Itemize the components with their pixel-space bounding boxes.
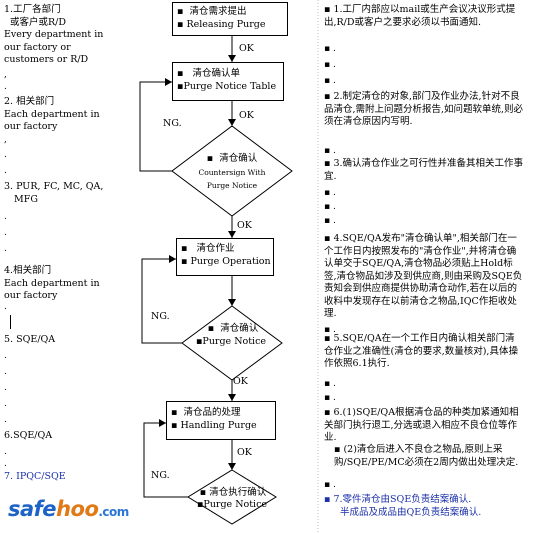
- left-item-3-title: 3. PUR, FC, MC, QA,: [4, 181, 104, 192]
- paragraph-mark: ,: [4, 70, 7, 80]
- diamond-2-en: ▪Purge Notice: [195, 336, 267, 347]
- paragraph-mark: .: [4, 399, 7, 409]
- flow-box-releasing-purge: ▪ 清仓需求提出 ▪ Releasing Purge: [172, 2, 288, 36]
- left-item-4-en-1: Each department in: [4, 277, 100, 289]
- left-item-3-sub: MFG: [14, 193, 38, 205]
- left-item-6: 6.SQE/QA: [4, 430, 53, 441]
- paragraph-mark: .: [4, 459, 7, 469]
- paragraph-mark: ,: [4, 135, 7, 145]
- right-item-4: ▪ 4.SQE/QA发布"清仓确认单",相关部门在一个工作日内按照发布的"清仓作…: [324, 233, 523, 319]
- left-item-4-title: 4.相关部门: [4, 265, 52, 276]
- diamond-1-en-2: Purge Notice: [206, 181, 258, 190]
- left-item-1-en-1: Every department in: [4, 29, 104, 40]
- left-item-5: 5. SQE/QA: [4, 334, 56, 345]
- paragraph-mark: .: [4, 244, 7, 254]
- ng-label: NG.: [163, 118, 182, 129]
- ng-label: NG.: [151, 470, 170, 481]
- flow-box-3-cn: ▪ 清仓作业: [181, 243, 235, 254]
- right-item-7-parts: ▪ 7.零件清仓由SQE负责结案确认.: [324, 494, 472, 505]
- paragraph-mark: .: [4, 367, 7, 377]
- watermark-part-3: .com: [98, 505, 129, 519]
- diamond-3-cn: ▪ 清仓执行确认: [199, 487, 267, 498]
- paragraph-mark: .: [4, 166, 7, 176]
- diamond-2-cn: ▪ 清仓确认: [207, 323, 259, 334]
- left-item-1-sub: 或客户或R/D: [10, 16, 66, 28]
- flow-box-3-en: ▪ Purge Operation: [181, 256, 271, 267]
- diamond-1-cn: ▪ 清仓确认: [206, 153, 258, 164]
- paragraph-mark: .: [4, 150, 7, 160]
- paragraph-mark: .: [4, 82, 7, 92]
- paragraph-mark: ▪ .: [324, 393, 336, 403]
- left-item-1-en-2: our factory or: [4, 41, 71, 53]
- ok-label: OK: [237, 220, 252, 231]
- right-item-2: ▪ 2.制定清仓的对象,部门及作业办法,针对不良品清仓,需附上问题分析报告,如问…: [324, 91, 524, 127]
- left-item-2-en-2: our factory: [4, 121, 58, 132]
- flow-box-purge-operation: ▪ 清仓作业 ▪ Purge Operation: [176, 238, 274, 276]
- paragraph-mark: ▪ .: [324, 60, 336, 70]
- paragraph-mark: ▪ .: [324, 44, 336, 54]
- watermark-logo: safehoo.com: [8, 497, 129, 521]
- diamond-1-en-1: Countersign With: [198, 168, 266, 177]
- paragraph-mark: .: [4, 447, 7, 457]
- flow-box-1-cn: ▪ 清仓需求提出: [177, 6, 247, 17]
- paragraph-mark: .: [4, 302, 7, 312]
- left-item-7: 7. IPQC/SQE: [4, 471, 66, 482]
- paragraph-mark: .: [4, 351, 7, 361]
- right-item-6-2: ▪ (2)清仓后进入不良仓之物品,原则上采购/SQE/PE/MC必须在2周内做出…: [334, 444, 519, 468]
- diamond-3-en: ▪Purge Notice: [196, 499, 268, 510]
- right-item-3: ▪ 3.确认清仓作业之可行性并准备其相关工作事宜.: [324, 158, 524, 182]
- ok-label: OK: [239, 43, 254, 54]
- paragraph-mark: ▪ .: [324, 379, 336, 389]
- flow-box-4-en: ▪ Handling Purge: [171, 420, 257, 431]
- flow-box-purge-notice-table: ▪ 清仓确认单 ▪Purge Notice Table: [172, 62, 284, 101]
- paragraph-mark: ▪ .: [324, 216, 336, 226]
- right-item-1: ▪ 1.工厂内部应以mail或生产会议决议形式提出,R/D或客户之要求必须以书面…: [324, 4, 516, 28]
- left-item-2: 2. 相关部门 Each department in our factory: [4, 96, 100, 134]
- left-item-1-title: 1.工厂各部门: [4, 4, 61, 15]
- ok-label: OK: [239, 110, 254, 121]
- text-cursor: [10, 315, 11, 329]
- flow-box-1-en: ▪ Releasing Purge: [177, 19, 266, 30]
- flow-box-2-cn: ▪ 清仓确认单: [177, 68, 241, 79]
- paragraph-mark: .: [4, 383, 7, 393]
- watermark-part-1: safe: [8, 497, 57, 521]
- watermark-part-2: hoo: [56, 497, 99, 521]
- left-item-3: 3. PUR, FC, MC, QA, MFG: [4, 181, 103, 206]
- left-item-4: 4.相关部门 Each department in our factory: [4, 265, 100, 303]
- ng-label: NG.: [151, 311, 170, 322]
- paragraph-mark: .: [4, 228, 7, 238]
- right-item-6-1: ▪ 6.(1)SQE/QA根据清仓品的种类加紧通知相关部门执行退工,分选或退入相…: [324, 407, 519, 443]
- right-item-7-products: 半成品及成品由QE负责结案确认.: [340, 507, 482, 518]
- left-item-1-en-3: customers or R/D: [4, 54, 89, 65]
- paragraph-mark: ▪ .: [324, 146, 336, 156]
- paragraph-mark: ▪ .: [324, 76, 336, 86]
- flow-box-4-cn: ▪ 清仓品的处理: [171, 407, 241, 418]
- left-item-2-en-1: Each department in: [4, 108, 100, 120]
- paragraph-mark: ▪ .: [324, 325, 336, 335]
- paragraph-mark: .: [4, 415, 7, 425]
- left-item-2-title: 2. 相关部门: [4, 96, 55, 107]
- paragraph-mark: ▪ .: [324, 202, 336, 212]
- paragraph-mark: .: [4, 212, 7, 222]
- flow-box-handling-purge: ▪ 清仓品的处理 ▪ Handling Purge: [166, 401, 276, 440]
- right-item-5: ▪ 5.SQE/QA在一个工作日内确认相关部门清仓作业之准确性(清仓的要求,数量…: [324, 333, 518, 369]
- left-item-4-en-2: our factory: [4, 290, 58, 301]
- ok-label: OK: [237, 447, 252, 458]
- left-column: 1.工厂各部门 或客户或R/D Every department in our …: [4, 4, 103, 67]
- paragraph-mark: ▪ .: [324, 480, 336, 490]
- paragraph-mark: ▪ .: [324, 188, 336, 198]
- ok-label: OK: [233, 376, 248, 387]
- flow-box-2-en: ▪Purge Notice Table: [177, 81, 277, 92]
